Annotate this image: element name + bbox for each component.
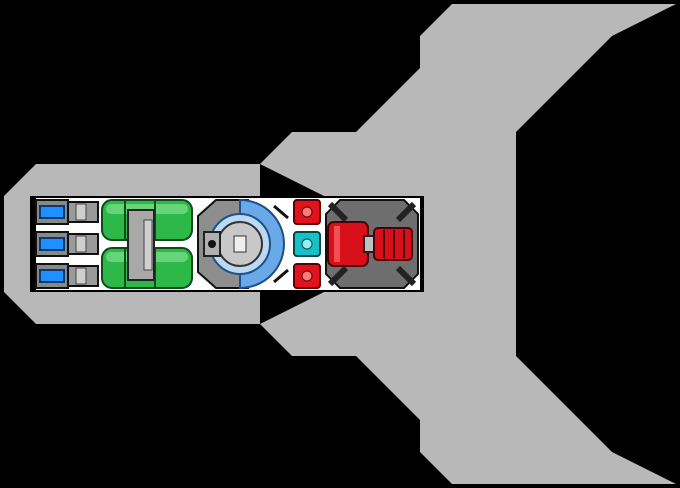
thruster-icon <box>35 263 99 289</box>
reactor-core <box>197 198 289 290</box>
reactor-icon <box>197 198 289 290</box>
lower-wing <box>260 292 676 484</box>
power-cell-icon <box>293 199 321 225</box>
weapon-turret <box>325 199 419 289</box>
thruster-icon <box>35 231 99 257</box>
fuel-tank-unit <box>101 199 193 289</box>
rear-lower-flange <box>4 292 260 324</box>
power-cell-icon <box>293 263 321 289</box>
power-cell-unit <box>293 199 321 289</box>
turret-icon <box>325 199 419 289</box>
rear-upper-flange <box>4 164 260 196</box>
thruster-unit <box>35 199 99 289</box>
upper-wing <box>260 4 676 196</box>
thruster-icon <box>35 199 99 225</box>
power-cell-icon <box>293 231 321 257</box>
